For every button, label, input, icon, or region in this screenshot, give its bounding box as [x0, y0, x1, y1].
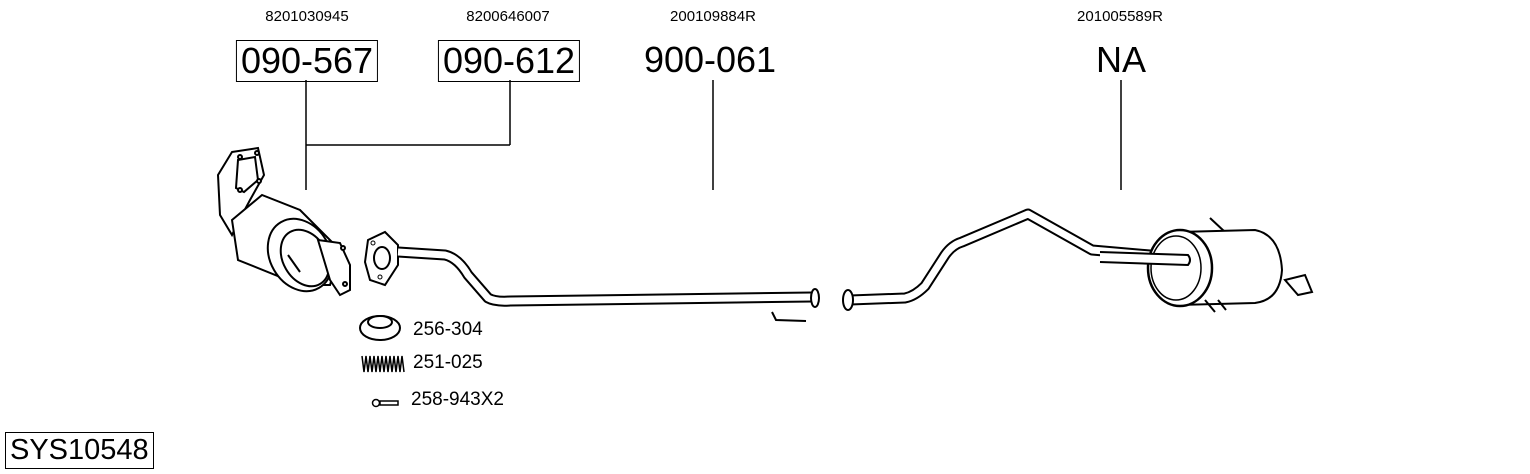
- rear-silencer-icon: [842, 208, 1314, 313]
- oem-number: 8200646007: [466, 8, 550, 25]
- part-number-900-061[interactable]: 900-061: [643, 39, 777, 80]
- accessory-bolt-label[interactable]: 258-943X2: [411, 389, 504, 410]
- oem-number: 200109884R: [670, 8, 756, 25]
- part-number-090-612[interactable]: 090-612: [437, 40, 581, 82]
- oem-number: 201005589R: [1077, 8, 1163, 25]
- spring-icon: [361, 355, 405, 373]
- system-code: SYS10548: [5, 432, 154, 469]
- accessory-spring-label[interactable]: 251-025: [413, 352, 483, 373]
- gasket-ring-icon: [359, 315, 401, 341]
- bolt-icon: [371, 398, 399, 408]
- accessory-gasket-label[interactable]: 256-304: [413, 319, 483, 340]
- part-number-090-567[interactable]: 090-567: [235, 40, 379, 82]
- oem-number: 8201030945: [265, 8, 349, 25]
- catalytic-converter-icon: [216, 146, 351, 297]
- part-number-na: NA: [1095, 39, 1147, 80]
- front-pipe-icon: [363, 230, 820, 322]
- leader-lines: [305, 80, 1122, 190]
